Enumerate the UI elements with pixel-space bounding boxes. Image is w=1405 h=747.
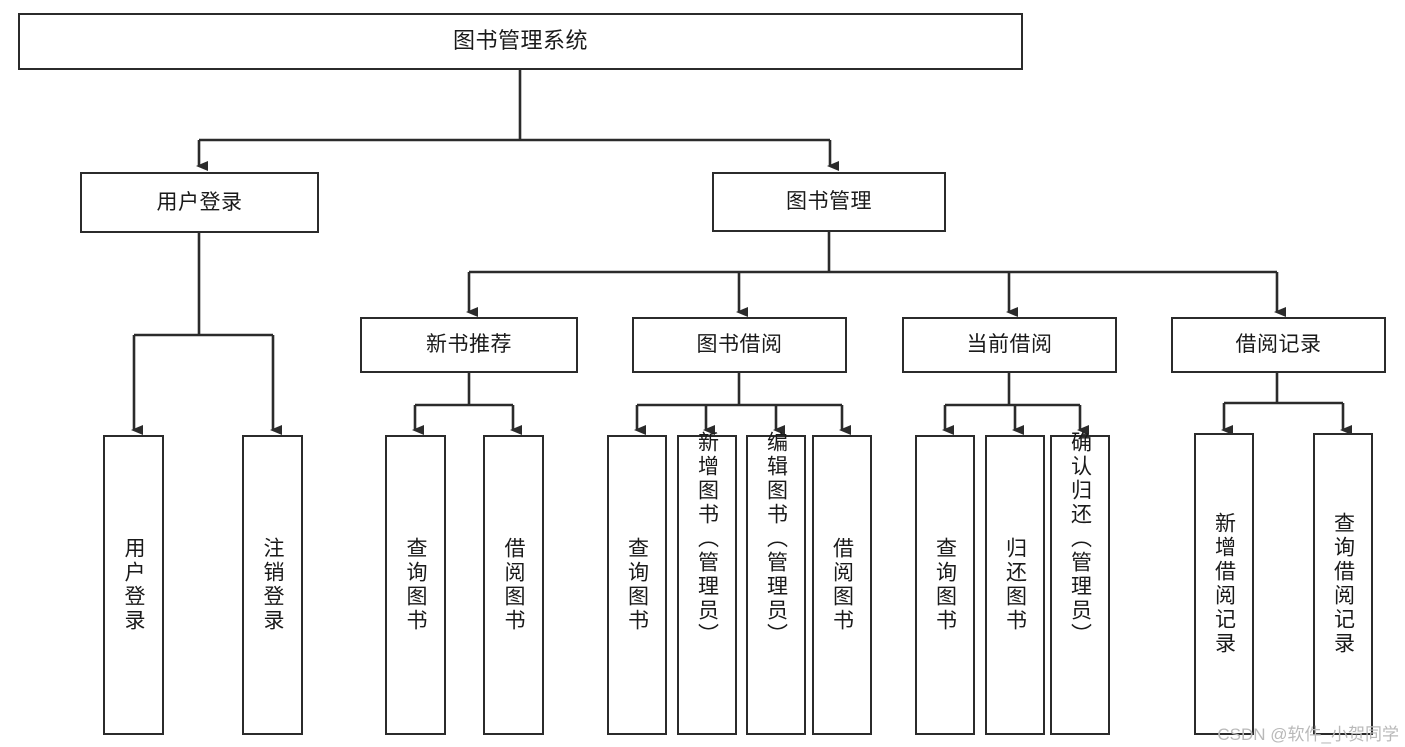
node-root-label: 图书管理系统 [452,28,588,54]
node-borrow-record[interactable]: 借阅记录 [1171,317,1386,373]
node-leaf-borrow-book-1[interactable]: 借阅图书 [483,435,544,735]
csdn-watermark: CSDN @软件_小贺同学 [1217,725,1399,744]
node-new-book-rec-label: 新书推荐 [426,333,512,357]
node-leaf-return-book-label: 归还图书 [1003,537,1027,633]
node-leaf-borrow-book-2[interactable]: 借阅图书 [812,435,872,735]
node-leaf-query-record[interactable]: 查询借阅记录 [1313,433,1373,735]
node-leaf-query-book-1-label: 查询图书 [404,537,427,633]
node-leaf-edit-book[interactable]: 编辑图书（管理员） [746,431,806,735]
node-leaf-query-record-label: 查询借阅记录 [1331,512,1355,656]
node-leaf-confirm-return-label: 确认归还（管理员） [1068,431,1092,647]
node-book-manage[interactable]: 图书管理 [712,172,946,232]
node-leaf-query-book-3[interactable]: 查询图书 [915,435,975,735]
node-current-borrow[interactable]: 当前借阅 [902,317,1117,373]
node-leaf-user-login-label: 用户登录 [122,537,145,633]
node-leaf-logout-label: 注销登录 [261,537,284,633]
node-leaf-query-book-2[interactable]: 查询图书 [607,435,667,735]
node-borrow-record-label: 借阅记录 [1235,333,1322,357]
node-user-login[interactable]: 用户登录 [80,172,319,233]
node-leaf-user-login[interactable]: 用户登录 [103,435,164,735]
node-leaf-query-book-3-label: 查询图书 [933,537,957,633]
node-leaf-logout[interactable]: 注销登录 [242,435,303,735]
node-leaf-borrow-book-1-label: 借阅图书 [502,537,525,633]
node-leaf-borrow-book-2-label: 借阅图书 [830,537,854,633]
node-root[interactable]: 图书管理系统 [18,13,1023,70]
node-current-borrow-label: 当前借阅 [966,333,1053,357]
node-leaf-query-book-1[interactable]: 查询图书 [385,435,446,735]
node-leaf-add-record-label: 新增借阅记录 [1212,512,1236,656]
node-book-borrow[interactable]: 图书借阅 [632,317,847,373]
node-leaf-edit-book-label: 编辑图书（管理员） [764,431,788,647]
node-leaf-query-book-2-label: 查询图书 [625,537,649,633]
node-new-book-rec[interactable]: 新书推荐 [360,317,578,373]
node-user-login-label: 用户登录 [156,190,243,214]
node-leaf-add-book-label: 新增图书（管理员） [695,431,719,647]
node-leaf-confirm-return[interactable]: 确认归还（管理员） [1050,431,1110,735]
node-book-borrow-label: 图书借阅 [696,333,783,357]
node-leaf-add-book[interactable]: 新增图书（管理员） [677,431,737,735]
node-book-manage-label: 图书管理 [786,190,872,214]
node-leaf-add-record[interactable]: 新增借阅记录 [1194,433,1254,735]
node-leaf-return-book[interactable]: 归还图书 [985,435,1045,735]
